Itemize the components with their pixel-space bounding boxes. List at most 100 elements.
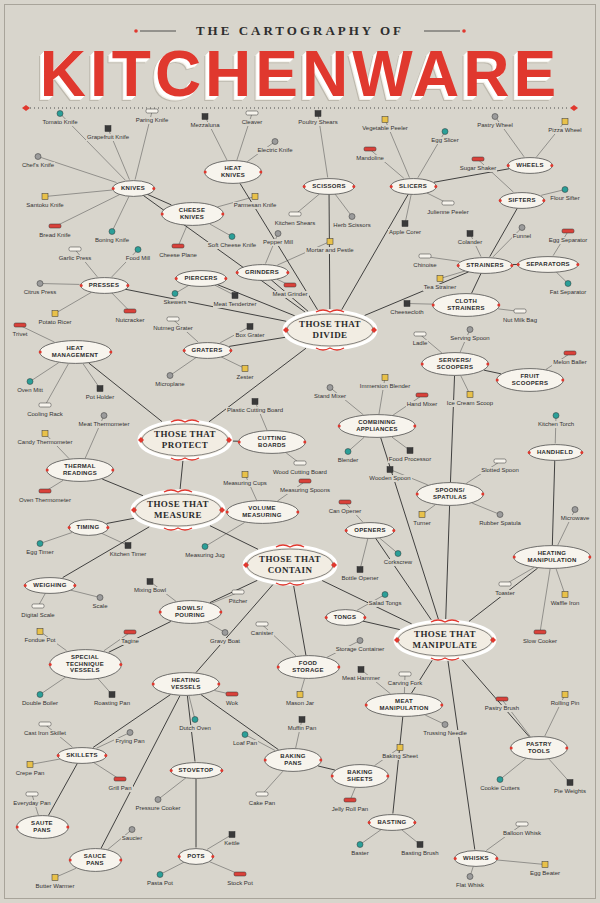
dotted-rule [30, 108, 570, 109]
icon-shape [339, 500, 351, 504]
icon-shape [357, 567, 363, 573]
icon-shape [192, 717, 198, 723]
item-icon [222, 630, 228, 636]
item-icon [562, 187, 568, 193]
item-icon [147, 579, 153, 585]
item-icon [387, 467, 393, 473]
category-fill [49, 649, 121, 679]
item-icon [345, 449, 351, 455]
branch-connector [229, 337, 285, 346]
branch-connector [209, 348, 306, 422]
hub-ornament [283, 327, 289, 333]
icon-shape [125, 543, 131, 549]
item-icon [172, 244, 184, 248]
node-label: GRINDERS [245, 269, 279, 276]
node-label: SIFTERS [508, 197, 535, 204]
category-pin [576, 263, 579, 266]
category-fill [161, 203, 223, 226]
icon-shape [109, 229, 115, 235]
branch-connector [552, 461, 554, 546]
item-label: Measuring Jug [184, 552, 225, 559]
item-label: Egg Beater [529, 870, 561, 877]
item-icon [39, 489, 51, 493]
icon-shape [437, 276, 443, 282]
category-fill [304, 178, 355, 194]
icon-shape [382, 375, 388, 381]
category-pin [542, 199, 545, 202]
node-label: FRUIT SCOOPERS [505, 373, 555, 387]
item-icon [562, 692, 568, 698]
icon-shape [344, 798, 356, 802]
category-node: FRUIT SCOOPERS [496, 368, 564, 392]
item-icon [242, 472, 248, 478]
category-pin [527, 451, 530, 454]
item-label: Electric Knife [256, 147, 293, 154]
branch-connector [469, 568, 538, 621]
icon-shape [315, 111, 321, 117]
icon-shape [542, 862, 548, 868]
category-fill [159, 601, 221, 624]
category-node: CHEESE KNIVES [161, 202, 224, 226]
branch-connector [446, 506, 450, 619]
category-node: OPENERS [345, 522, 395, 539]
hub-ornament [131, 507, 137, 513]
leader-line [360, 538, 368, 569]
leader-line [549, 759, 570, 782]
item-label: Mason Jar [285, 700, 315, 707]
item-icon [109, 692, 115, 698]
leader-line [158, 778, 186, 800]
item-label: Food Mill [125, 255, 151, 262]
item-icon [562, 229, 574, 233]
hub-ornament [316, 348, 344, 350]
leader-line [40, 283, 80, 285]
category-node: HEATING VESSELS [152, 672, 220, 696]
icon-shape [382, 592, 388, 598]
item-label: Measuring Spoons [279, 487, 331, 494]
icon-shape [202, 114, 208, 120]
icon-shape [364, 147, 376, 151]
branch-connector [101, 696, 180, 849]
icon-shape [167, 373, 173, 379]
leader-line [40, 677, 66, 694]
item-label: Herb Scissors [332, 222, 371, 229]
icon-shape [42, 431, 48, 437]
icon-shape [442, 129, 448, 135]
icon-shape [299, 479, 311, 483]
item-icon [437, 276, 443, 282]
item-label: Ladle [412, 340, 429, 347]
item-icon [32, 604, 44, 608]
branch-connector [147, 194, 171, 205]
hub-inner-line [142, 424, 228, 456]
category-fill [25, 577, 76, 593]
leader-line [30, 363, 59, 382]
category-pin [111, 469, 114, 472]
category-pin [517, 263, 520, 266]
item-icon [272, 139, 278, 145]
category-fill [69, 849, 121, 872]
category-fill [277, 656, 339, 679]
category-node: PRESSES [80, 277, 129, 294]
item-label: Digital Scale [20, 612, 55, 619]
category-pin [457, 264, 460, 267]
icon-shape [395, 551, 401, 557]
item-label: Cheese Plane [158, 252, 198, 259]
item-icon [382, 592, 388, 598]
category-pin [513, 556, 516, 559]
item-icon [382, 117, 388, 123]
leader-line [262, 771, 283, 794]
item-icon [252, 194, 258, 200]
category-pin [454, 857, 457, 860]
icon-shape [419, 512, 425, 518]
branch-connector [448, 661, 475, 850]
icon-shape [42, 194, 48, 200]
category-node: CLOTH STRAINERS [432, 293, 500, 317]
category-pin [365, 704, 368, 707]
item-label: Microplane [154, 381, 185, 388]
leader-line [210, 224, 232, 237]
category-pin [434, 185, 437, 188]
category-pin [204, 171, 207, 174]
item-label: Fat Separator [549, 289, 588, 296]
item-label: Nutmeg Grater [152, 325, 194, 332]
item-icon [192, 717, 198, 723]
category-pin [496, 379, 499, 382]
